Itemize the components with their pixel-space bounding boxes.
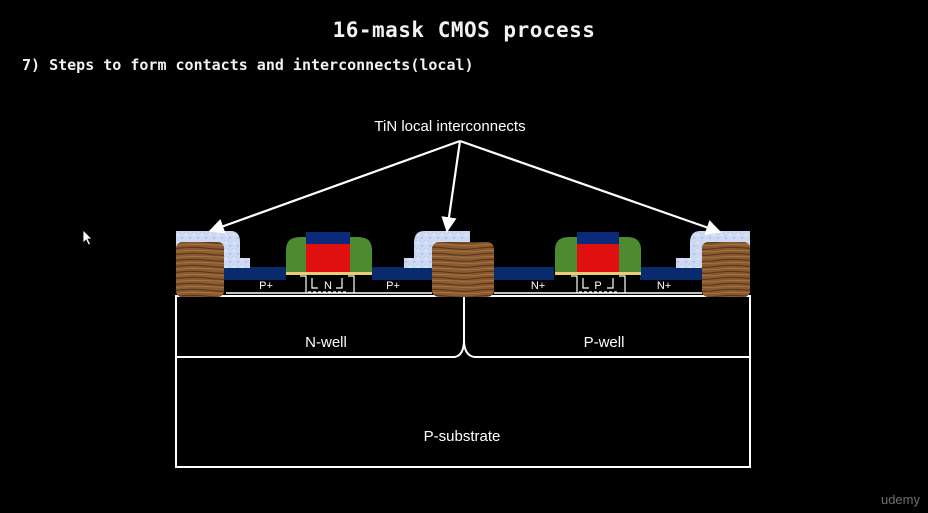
callout-arrows [208, 139, 722, 235]
nmos-gate [555, 232, 641, 275]
slide-title: 16-mask CMOS process [332, 18, 596, 42]
p-substrate-label: P-substrate [424, 428, 501, 445]
nmos-drain-label: N+ [657, 280, 671, 292]
slide-subtitle: 7) Steps to form contacts and interconne… [22, 56, 474, 74]
nmos-channel-label: P [594, 280, 601, 292]
pmos-gate [286, 232, 372, 275]
local-interconnects [222, 267, 702, 280]
mouse-cursor-icon [82, 229, 93, 246]
nmos-source-label: N+ [531, 280, 545, 292]
udemy-watermark: udemy [880, 492, 920, 507]
pmos-junctions [300, 275, 355, 293]
n-well-label: N-well [305, 334, 347, 351]
tin-callout-label: TiN local interconnects [374, 118, 525, 135]
field-oxide-blocks [176, 242, 750, 297]
nmos-junctions [571, 275, 626, 293]
p-well-label: P-well [584, 334, 625, 351]
pmos-channel-label: N [324, 280, 332, 292]
pmos-drain-label: P+ [386, 280, 400, 292]
pmos-source-label: P+ [259, 280, 273, 292]
